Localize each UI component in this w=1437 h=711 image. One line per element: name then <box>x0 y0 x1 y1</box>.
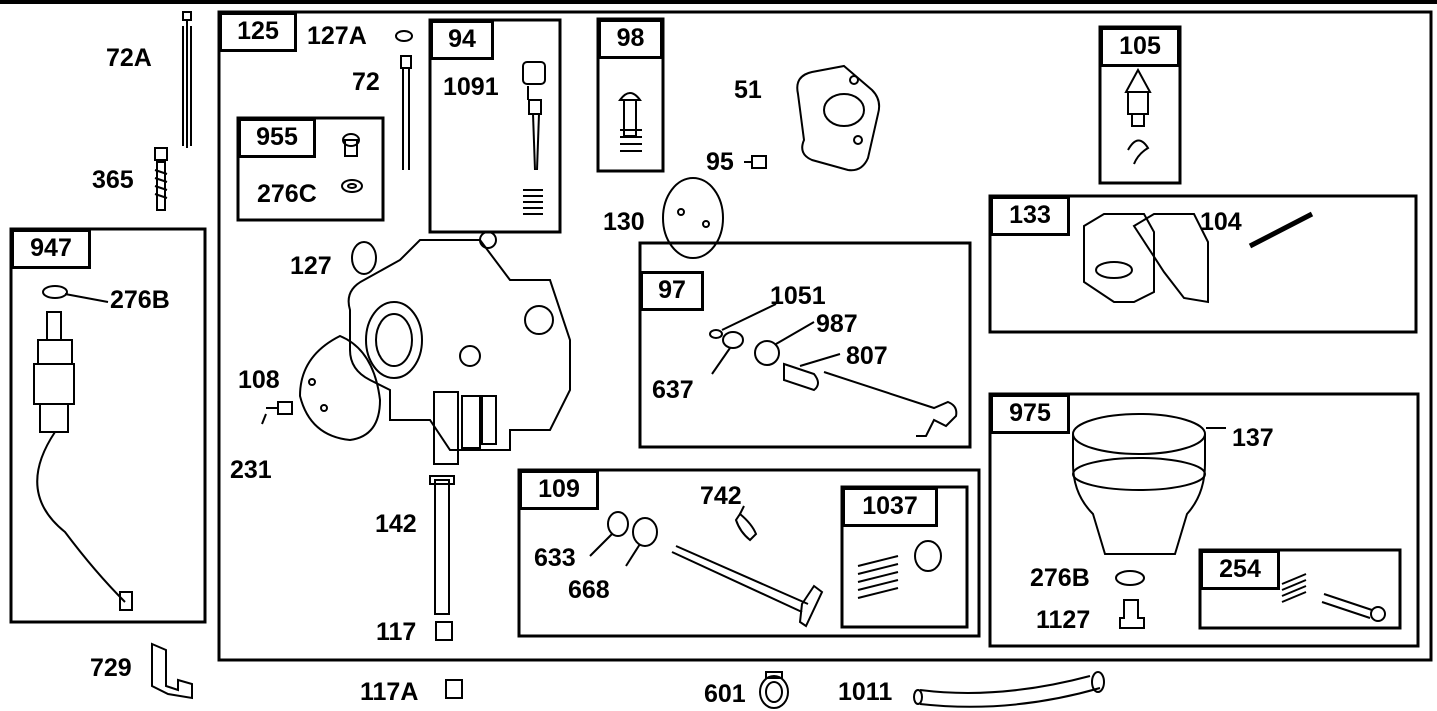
kit-94-frame <box>428 18 562 234</box>
choke-plate-108-drawing <box>298 334 382 442</box>
kit-1037-parts-drawing <box>857 540 942 599</box>
part-label-130: 130 <box>603 208 645 236</box>
kit-947-frame <box>9 227 207 624</box>
part-label-127: 127 <box>290 252 332 280</box>
clip-729-drawing <box>151 642 193 700</box>
kit-133-number-box: 133 <box>990 196 1070 236</box>
kit-254-parts-drawing <box>1281 573 1386 622</box>
screw-231-drawing <box>261 401 293 425</box>
kit-955-parts-drawing <box>341 133 363 193</box>
throttle-plate-130-drawing <box>662 177 724 259</box>
emulsion-tube-142-drawing <box>429 475 455 615</box>
kit-97-number-box: 97 <box>640 271 704 311</box>
kit-94-parts-drawing <box>522 61 546 215</box>
kit-97-parts-drawing <box>709 303 958 437</box>
part-label-807: 807 <box>846 342 888 370</box>
part-label-142: 142 <box>375 510 417 538</box>
kit-109-frame <box>517 468 981 638</box>
part-label-108: 108 <box>238 366 280 394</box>
jet-117-drawing <box>435 621 453 641</box>
part-label-633: 633 <box>534 544 576 572</box>
part-label-729: 729 <box>90 654 132 682</box>
jet-117a-drawing <box>445 679 463 699</box>
part-label-365: 365 <box>92 166 134 194</box>
part-label-276b-solenoid: 276B <box>110 286 170 314</box>
long-screw-72a-drawing <box>182 11 192 148</box>
part-label-117: 117 <box>376 618 417 646</box>
kit-98-number-box: 98 <box>598 19 663 59</box>
clamp-601-drawing <box>759 671 789 709</box>
part-label-72: 72 <box>352 68 380 96</box>
main-assembly-number-box: 125 <box>219 12 297 52</box>
washer-127a-drawing <box>395 30 413 42</box>
part-label-1051: 1051 <box>770 282 826 310</box>
part-label-742: 742 <box>700 482 742 510</box>
kit-133-frame <box>988 194 1418 334</box>
kit-133-float-drawing <box>1083 211 1314 304</box>
part-label-276b-bowl: 276B <box>1030 564 1090 592</box>
kit-94-number-box: 94 <box>430 20 494 60</box>
part-label-637: 637 <box>652 376 694 404</box>
kit-97-frame <box>638 241 972 449</box>
part-label-601: 601 <box>704 680 746 708</box>
screw-95-drawing <box>744 155 767 169</box>
kit-105-parts-drawing <box>1124 67 1152 165</box>
kit-975-bowl-drawing <box>1072 413 1226 629</box>
part-label-1127: 1127 <box>1036 606 1091 634</box>
kit-109-number-box: 109 <box>519 470 599 510</box>
part-label-668: 668 <box>568 576 610 604</box>
kit-105-number-box: 105 <box>1100 27 1180 67</box>
screw-72-drawing <box>400 55 412 170</box>
part-label-137: 137 <box>1232 424 1274 452</box>
kit-947-solenoid-drawing <box>33 285 133 611</box>
kit-975-frame <box>988 392 1420 648</box>
part-label-51: 51 <box>734 76 762 104</box>
screw-365-drawing <box>154 147 168 211</box>
washer-127-drawing <box>351 241 377 275</box>
part-label-95: 95 <box>706 148 734 176</box>
kit-975-number-box: 975 <box>990 394 1070 434</box>
part-label-1091: 1091 <box>443 73 499 101</box>
part-label-987: 987 <box>816 310 858 338</box>
main-assembly-frame <box>217 10 1433 662</box>
part-label-231: 231 <box>230 456 272 484</box>
part-label-276c: 276C <box>257 180 317 208</box>
kit-98-parts-drawing <box>618 92 642 152</box>
part-label-127a: 127A <box>307 22 367 50</box>
kit-1037-number-box: 1037 <box>842 487 938 527</box>
part-label-72a: 72A <box>106 44 152 72</box>
kit-254-number-box: 254 <box>1200 550 1280 590</box>
part-label-104: 104 <box>1200 208 1242 236</box>
part-label-117a: 117A <box>360 678 419 706</box>
kit-109-parts-drawing <box>589 505 824 628</box>
top-border-line <box>0 0 1437 4</box>
kit-955-number-box: 955 <box>238 118 316 158</box>
gasket-51-drawing <box>796 64 881 172</box>
part-label-1011: 1011 <box>838 678 893 706</box>
fuel-line-1011-drawing <box>913 671 1105 708</box>
carburetor-body-drawing <box>347 231 571 465</box>
kit-947-number-box: 947 <box>11 229 91 269</box>
